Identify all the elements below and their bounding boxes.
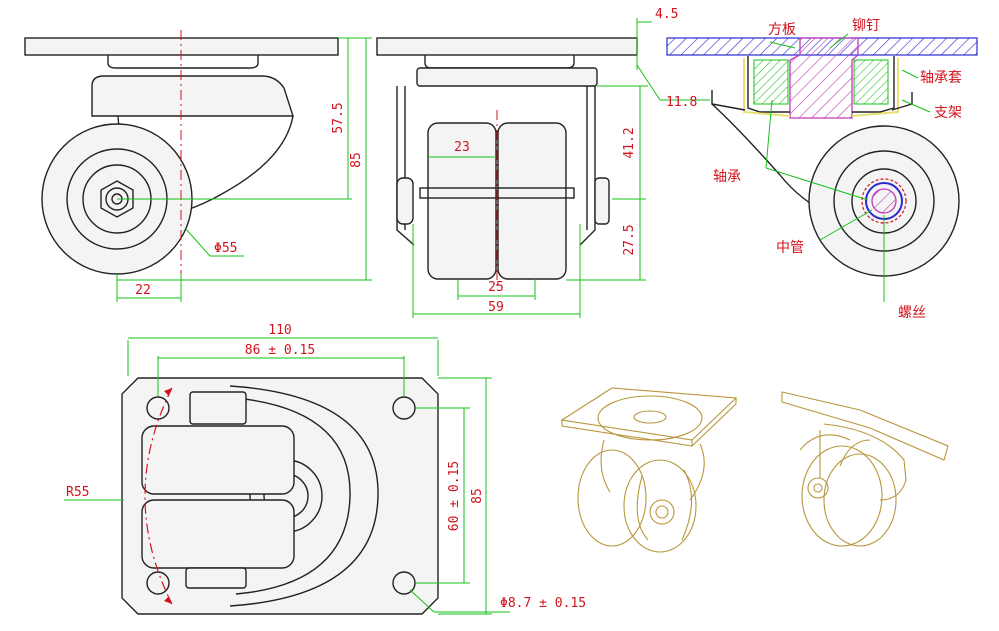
label-bearing-sleeve: 轴承套 xyxy=(920,70,962,86)
dim-wheel-width: 23 xyxy=(454,140,470,155)
label-screw: 螺丝 xyxy=(898,305,926,321)
side-view xyxy=(24,30,372,302)
top-view xyxy=(64,337,510,615)
dim-hole-spacing-x: 86 ± 0.15 xyxy=(245,343,315,358)
front-view xyxy=(376,18,710,318)
dim-overall-width: 59 xyxy=(488,300,504,315)
dim-offset: 22 xyxy=(135,283,151,298)
dim-hole-diameter: Φ8.7 ± 0.15 xyxy=(500,596,586,611)
dim-frame-height: 11.8 xyxy=(666,95,697,110)
dim-wheel-diameter: Φ55 xyxy=(214,241,237,256)
label-bearing: 轴承 xyxy=(713,169,741,185)
label-top-plate: 方板 xyxy=(768,22,796,38)
isometric-view-2 xyxy=(781,391,949,547)
section-view xyxy=(666,33,978,302)
label-bracket: 支架 xyxy=(934,105,962,121)
dim-frame-span: 41.2 xyxy=(622,127,637,158)
dim-plate-width: 85 xyxy=(470,488,485,504)
dim-wheel-gap: 25 xyxy=(488,280,504,295)
dim-plate-length: 110 xyxy=(268,323,291,338)
label-rivet: 铆钉 xyxy=(852,18,880,34)
dim-axle-height: 27.5 xyxy=(622,224,637,255)
dim-total-height: 85 xyxy=(349,152,364,168)
dim-plate-thickness: 4.5 xyxy=(655,7,678,22)
dim-upper-height: 57.5 xyxy=(331,102,346,133)
label-center-tube: 中管 xyxy=(776,240,804,256)
dim-hole-spacing-y: 60 ± 0.15 xyxy=(447,461,462,531)
isometric-view-1 xyxy=(560,387,738,553)
dim-swivel-radius: R55 xyxy=(66,485,89,500)
